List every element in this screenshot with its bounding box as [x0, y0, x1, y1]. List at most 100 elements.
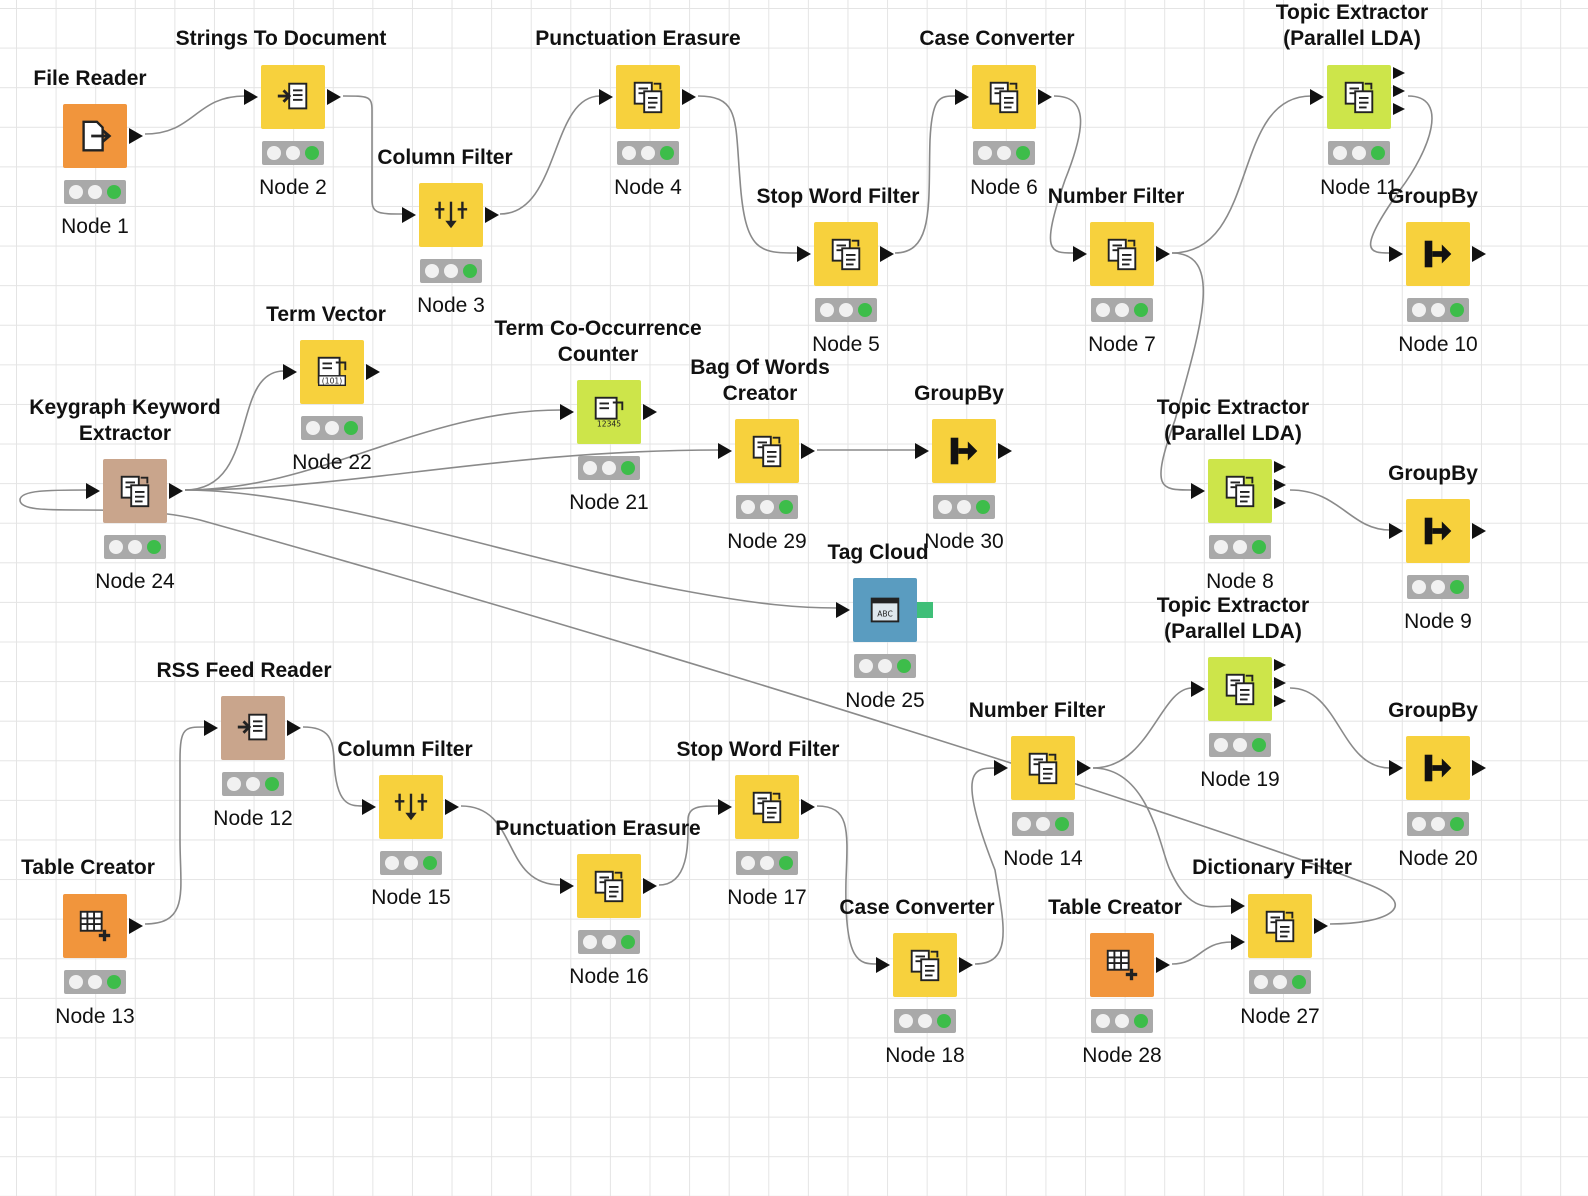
- output-port[interactable]: [129, 918, 143, 934]
- output-port[interactable]: [287, 720, 301, 736]
- output-port[interactable]: [366, 364, 380, 380]
- input-port[interactable]: [955, 89, 969, 105]
- output-port[interactable]: [169, 483, 183, 499]
- input-port[interactable]: [1191, 483, 1205, 499]
- node-body[interactable]: [63, 104, 127, 168]
- output-port[interactable]: [682, 89, 696, 105]
- input-port[interactable]: [1231, 934, 1245, 950]
- connection-edge[interactable]: [1289, 489, 1391, 531]
- output-port[interactable]: [445, 799, 459, 815]
- input-port[interactable]: [1389, 760, 1403, 776]
- input-port[interactable]: [994, 760, 1008, 776]
- output-port[interactable]: [1472, 523, 1486, 539]
- input-port[interactable]: [599, 89, 613, 105]
- output-port[interactable]: [1472, 760, 1486, 776]
- output-port[interactable]: [1156, 957, 1170, 973]
- node-label[interactable]: Node 18: [885, 1044, 965, 1067]
- node-body[interactable]: [735, 419, 799, 483]
- output-port[interactable]: [1156, 246, 1170, 262]
- node-body[interactable]: [893, 933, 957, 997]
- workflow-node-stop-word-filter-1[interactable]: [797, 222, 894, 322]
- output-port[interactable]: [801, 799, 815, 815]
- workflow-node-topic-extractor-1[interactable]: [1310, 65, 1405, 165]
- workflow-node-number-filter-2[interactable]: [994, 736, 1091, 836]
- node-label[interactable]: Node 20: [1398, 847, 1478, 870]
- node-label[interactable]: Node 1: [61, 215, 129, 238]
- node-label[interactable]: Node 3: [417, 294, 485, 317]
- workflow-node-number-filter-1[interactable]: [1073, 222, 1170, 322]
- node-body[interactable]: [419, 183, 483, 247]
- workflow-node-tag-cloud[interactable]: ABC: [836, 578, 933, 678]
- output-port[interactable]: [880, 246, 894, 262]
- node-body[interactable]: [577, 854, 641, 918]
- output-port[interactable]: [327, 89, 341, 105]
- connection-edge[interactable]: [816, 805, 878, 965]
- node-body[interactable]: [814, 222, 878, 286]
- output-port[interactable]: [1393, 85, 1405, 97]
- output-port[interactable]: [1077, 760, 1091, 776]
- node-label[interactable]: Node 21: [569, 491, 649, 514]
- node-label[interactable]: Node 19: [1200, 768, 1280, 791]
- connection-edge[interactable]: [894, 95, 957, 254]
- input-port[interactable]: [362, 799, 376, 815]
- workflow-node-case-converter-1[interactable]: [955, 65, 1052, 165]
- output-port[interactable]: [643, 878, 657, 894]
- output-port[interactable]: [1274, 479, 1286, 491]
- connection-edge[interactable]: [144, 95, 246, 135]
- node-body[interactable]: (101): [300, 340, 364, 404]
- input-port[interactable]: [1389, 246, 1403, 262]
- input-port[interactable]: [915, 443, 929, 459]
- output-port[interactable]: [1274, 461, 1286, 473]
- node-body[interactable]: [932, 419, 996, 483]
- node-label[interactable]: Node 24: [95, 570, 175, 593]
- node-body[interactable]: [1208, 459, 1272, 523]
- workflow-node-column-filter-2[interactable]: [362, 775, 459, 875]
- input-port[interactable]: [718, 799, 732, 815]
- node-label[interactable]: Node 13: [55, 1005, 135, 1028]
- node-label[interactable]: Node 2: [259, 176, 327, 199]
- input-port[interactable]: [797, 246, 811, 262]
- connection-edge[interactable]: [1171, 941, 1233, 965]
- output-port[interactable]: [129, 128, 143, 144]
- node-body[interactable]: 12345: [577, 380, 641, 444]
- node-label[interactable]: Node 27: [1240, 1005, 1320, 1028]
- node-label[interactable]: Node 9: [1404, 610, 1472, 633]
- node-body[interactable]: [1406, 499, 1470, 563]
- input-port[interactable]: [204, 720, 218, 736]
- workflow-node-keygraph[interactable]: [86, 459, 183, 559]
- node-body[interactable]: [63, 894, 127, 958]
- node-body[interactable]: [1090, 933, 1154, 997]
- node-body[interactable]: [103, 459, 167, 523]
- workflow-node-term-vector[interactable]: (101): [283, 340, 380, 440]
- workflow-node-case-converter-2[interactable]: [876, 933, 973, 1033]
- workflow-node-table-creator-1[interactable]: [63, 894, 143, 994]
- node-label[interactable]: Node 8: [1206, 570, 1274, 593]
- workflow-node-column-filter-1[interactable]: [402, 183, 499, 283]
- workflow-node-groupby-30[interactable]: [915, 419, 1012, 519]
- input-port[interactable]: [876, 957, 890, 973]
- node-label[interactable]: Node 12: [213, 807, 293, 830]
- output-port[interactable]: [1274, 677, 1286, 689]
- node-body[interactable]: [1011, 736, 1075, 800]
- input-port[interactable]: [402, 207, 416, 223]
- workflow-node-topic-extractor-8[interactable]: [1191, 459, 1286, 559]
- output-port[interactable]: [1393, 67, 1405, 79]
- input-port[interactable]: [718, 443, 732, 459]
- connection-edge[interactable]: [697, 95, 799, 254]
- input-port[interactable]: [560, 404, 574, 420]
- output-port[interactable]: [1274, 659, 1286, 671]
- node-label[interactable]: Node 6: [970, 176, 1038, 199]
- view-output-port[interactable]: [917, 602, 933, 618]
- node-label[interactable]: Node 4: [614, 176, 682, 199]
- node-label[interactable]: Node 15: [371, 886, 451, 909]
- output-port[interactable]: [959, 957, 973, 973]
- workflow-node-groupby-9[interactable]: [1389, 499, 1486, 599]
- node-body[interactable]: [1208, 657, 1272, 721]
- workflow-node-topic-extractor-19[interactable]: [1191, 657, 1286, 757]
- output-port[interactable]: [643, 404, 657, 420]
- output-port[interactable]: [801, 443, 815, 459]
- node-label[interactable]: Node 7: [1088, 333, 1156, 356]
- input-port[interactable]: [283, 364, 297, 380]
- output-port[interactable]: [1314, 918, 1328, 934]
- workflow-node-strings-to-document[interactable]: [244, 65, 341, 165]
